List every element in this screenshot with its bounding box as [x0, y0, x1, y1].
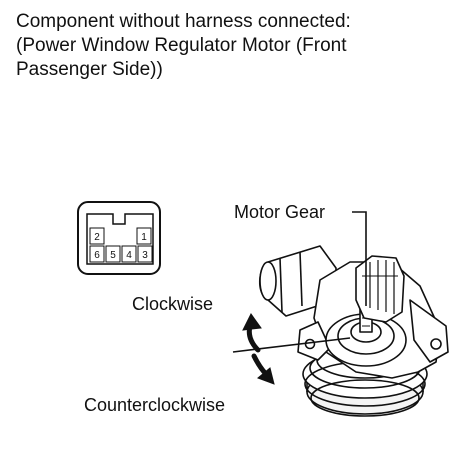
heading-line-3: Passenger Side)): [16, 59, 163, 80]
pin-label-3: 3: [142, 250, 148, 261]
heading-line-2: (Power Window Regulator Motor (Front: [16, 35, 347, 56]
pin-label-5: 5: [110, 250, 116, 261]
heading-line-1: Component without harness connected:: [16, 11, 351, 32]
motor-gear-label: Motor Gear: [234, 202, 325, 222]
connector-face: [77, 201, 161, 275]
rotation-axis-line: [232, 337, 351, 353]
clockwise-label: Clockwise: [132, 294, 213, 314]
pin-label-2: 2: [94, 232, 100, 243]
rotation-arrows: [242, 313, 275, 385]
motor-gear-leader: [352, 211, 367, 306]
counterclockwise-arrow-icon: [251, 353, 269, 377]
connector-pin-labels: 2 1 6 5 4 3: [94, 232, 148, 261]
pin-label-6: 6: [94, 250, 100, 261]
pin-label-1: 1: [141, 232, 147, 243]
heading: Component without harness connected: (Po…: [16, 10, 466, 82]
motor-illustration: [258, 245, 449, 417]
counterclockwise-label: Counterclockwise: [84, 395, 225, 415]
pin-label-4: 4: [126, 250, 132, 261]
